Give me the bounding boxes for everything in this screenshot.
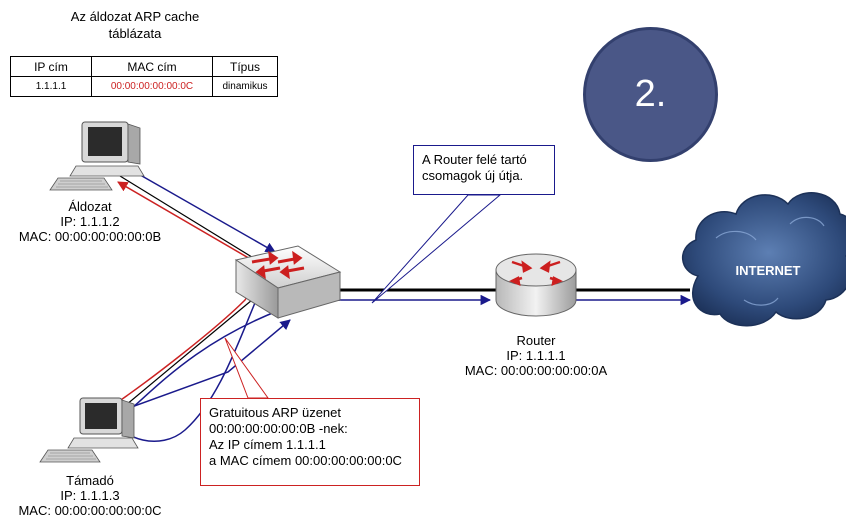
router-name: Router [516, 333, 556, 348]
victim-computer-icon [49, 121, 145, 191]
attacker-mac: MAC: 00:00:00:00:00:0C [18, 503, 162, 518]
link-victim-switch [119, 175, 261, 263]
link-attacker-switch [119, 299, 253, 411]
arp-callout-line4: a MAC címem 00:00:00:00:00:0C [209, 453, 402, 468]
arp-callout-line3: Az IP címem 1.1.1.1 [209, 437, 326, 452]
router-callout-line2: csomagok új útja. [422, 168, 524, 183]
physical-links [119, 175, 690, 411]
victim-labels: Áldozat IP: 1.1.1.2 MAC: 00:00:00:00:00:… [0, 199, 180, 244]
blue-path-victim-to-switch [127, 167, 276, 253]
victim-mac: MAC: 00:00:00:00:00:0B [18, 229, 162, 244]
router-callout-pointer [371, 194, 502, 304]
router-icon [495, 253, 577, 317]
gratuitous-arp-callout: Gratuitous ARP üzenet 00:00:00:00:00:0B … [200, 398, 420, 486]
arp-cache-title-line1: Az áldozat ARP cache [70, 9, 200, 24]
cell-type: dinamikus [212, 76, 278, 97]
arp-callout-pointer [224, 337, 269, 399]
arp-cache-title-line2: táblázata [108, 26, 162, 41]
internet-label: INTERNET [735, 263, 801, 278]
red-path-switch-to-victim [117, 181, 253, 261]
arp-cache-title: Az áldozat ARP cache táblázata [20, 8, 250, 42]
victim-name: Áldozat [68, 199, 112, 214]
red-path-attacker-to-switch [114, 261, 256, 405]
cell-mac: 00:00:00:00:00:0C [91, 76, 213, 97]
arp-cache-table: IP cím MAC cím Típus 1.1.1.1 00:00:00:00… [10, 56, 278, 97]
attacker-name: Támadó [66, 473, 114, 488]
router-labels: Router IP: 1.1.1.1 MAC: 00:00:00:00:00:0… [436, 333, 636, 378]
switch-icon [234, 245, 342, 319]
traffic-paths [114, 167, 692, 442]
step-badge: 2. [583, 27, 718, 162]
arp-callout-line1: Gratuitous ARP üzenet [209, 405, 342, 420]
attacker-ip: IP: 1.1.1.3 [60, 488, 120, 503]
arp-callout-line2: 00:00:00:00:00:0B -nek: [209, 421, 348, 436]
router-mac: MAC: 00:00:00:00:00:0A [464, 363, 608, 378]
blue-path-attacker-forward [117, 319, 291, 413]
router-ip: IP: 1.1.1.1 [506, 348, 566, 363]
internet-cloud-icon [681, 192, 846, 327]
router-path-callout: A Router felé tartó csomagok új útja. [413, 145, 555, 195]
router-callout-line1: A Router felé tartó [422, 152, 527, 167]
attacker-labels: Támadó IP: 1.1.1.3 MAC: 00:00:00:00:00:0… [0, 473, 180, 518]
arp-table-row: 1.1.1.1 00:00:00:00:00:0C dinamikus [10, 76, 278, 97]
victim-ip: IP: 1.1.1.2 [60, 214, 120, 229]
attacker-computer-icon [39, 397, 139, 463]
